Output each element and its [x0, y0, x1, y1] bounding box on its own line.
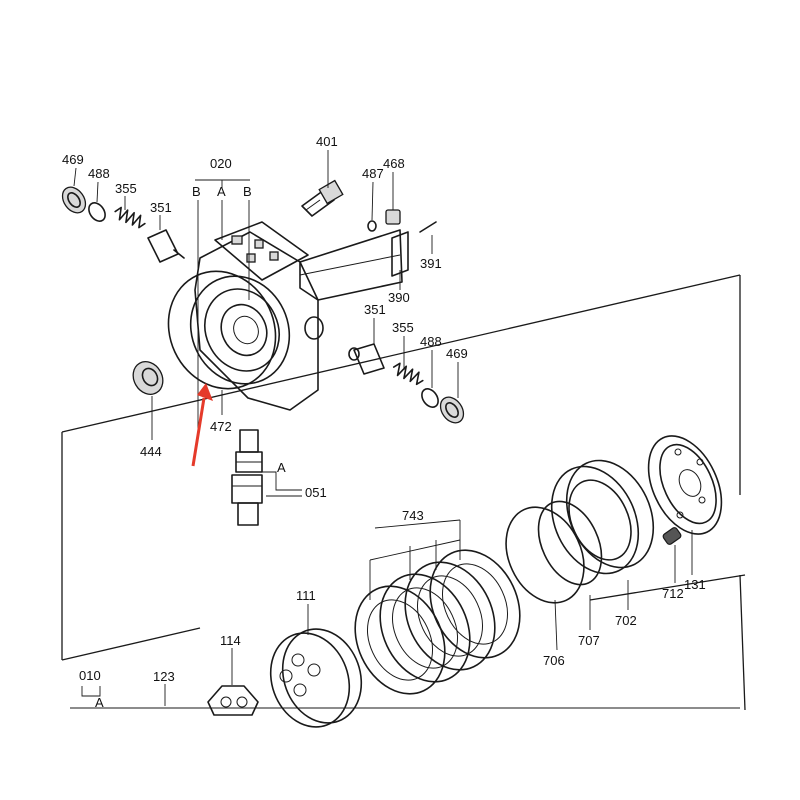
label-b-second: B — [243, 184, 252, 199]
label-010: 010 — [79, 668, 101, 683]
label-469-left: 469 — [62, 152, 84, 167]
label-a-housing: A — [217, 184, 226, 199]
pin-391 — [419, 221, 437, 233]
plug-469-right — [439, 396, 465, 424]
o-ring-488-right — [421, 388, 439, 408]
valve-051 — [231, 429, 263, 526]
label-a-valve: A — [277, 460, 286, 475]
label-391: 391 — [420, 256, 442, 271]
o-ring-488-left — [88, 202, 106, 222]
label-020: 020 — [210, 156, 232, 171]
leader-lines — [73, 150, 693, 706]
label-111: 111 — [296, 588, 316, 603]
label-444: 444 — [140, 444, 162, 459]
label-114: 114 — [220, 633, 241, 648]
label-b-first: B — [192, 184, 201, 199]
label-355-left: 355 — [115, 181, 137, 196]
part-labels: 469 488 355 351 020 B A B 401 487 468 39… — [62, 134, 706, 710]
label-123: 123 — [153, 669, 175, 684]
label-487: 487 — [362, 166, 384, 181]
label-702: 702 — [615, 613, 637, 628]
poppet-351-right — [348, 343, 385, 375]
label-351-left: 351 — [150, 200, 172, 215]
label-351-right: 351 — [364, 302, 386, 317]
label-712: 712 — [662, 586, 684, 601]
plug-469-left — [61, 186, 87, 214]
label-131: 131 — [684, 577, 706, 592]
label-743: 743 — [402, 508, 424, 523]
piston-702 — [550, 459, 655, 575]
label-401: 401 — [316, 134, 338, 149]
brake-plates-743 — [354, 549, 521, 695]
spring-355-right — [392, 362, 424, 386]
retainer-114 — [207, 685, 259, 716]
label-a-bottom: A — [95, 695, 104, 710]
frame-lines — [61, 274, 746, 711]
red-arrow-indicator — [191, 383, 213, 467]
label-051: 051 — [305, 485, 327, 500]
label-390: 390 — [388, 290, 410, 305]
plate-390 — [391, 231, 409, 277]
label-488-left: 488 — [88, 166, 110, 181]
label-706: 706 — [543, 653, 565, 668]
label-488-right: 488 — [420, 334, 442, 349]
spring-712 — [662, 527, 682, 545]
o-ring-472 — [167, 270, 277, 390]
label-355-right: 355 — [392, 320, 414, 335]
cylinder-block-111 — [269, 628, 363, 728]
label-472: 472 — [210, 419, 232, 434]
label-469-right: 469 — [446, 346, 468, 361]
bolt-401 — [301, 179, 344, 217]
plug-468 — [385, 209, 401, 225]
valve-plate-131 — [647, 435, 723, 535]
spring-355-left — [114, 206, 146, 229]
housing-020 — [189, 221, 403, 411]
bearing-444 — [132, 361, 164, 395]
pin-487 — [367, 220, 377, 232]
label-707: 707 — [578, 633, 600, 648]
poppet-351-left — [147, 229, 185, 263]
label-468: 468 — [383, 156, 405, 171]
